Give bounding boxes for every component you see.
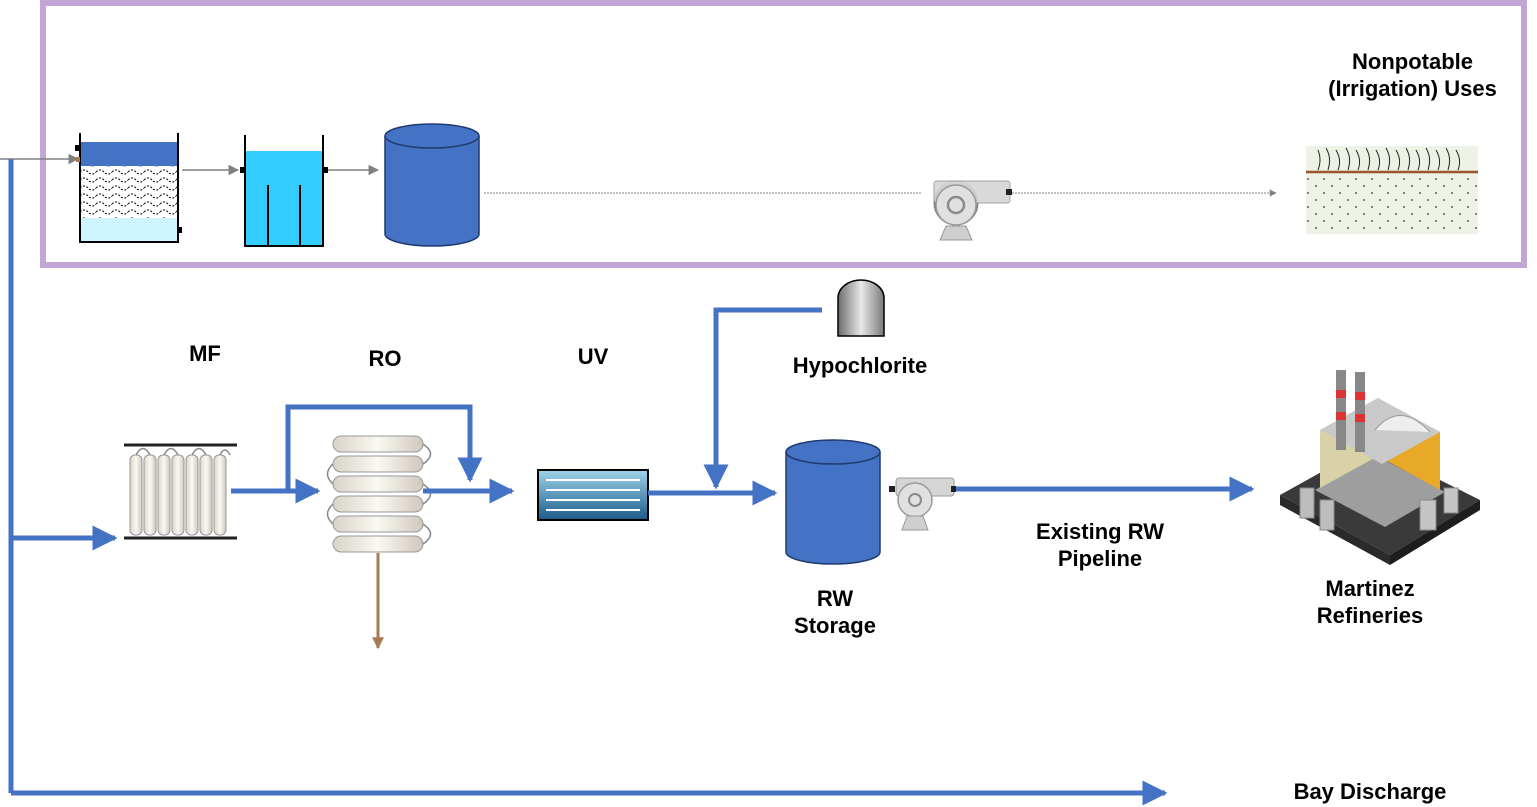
ro-label: RO (368, 346, 402, 371)
nonpotable-label: Nonpotable(Irrigation) Uses (1328, 49, 1497, 101)
filter-basin-icon (240, 135, 328, 247)
uv-reactor-icon (537, 469, 649, 521)
uv-to-storage-pipe (648, 307, 822, 506)
irrigation-field-icon (1306, 146, 1478, 234)
mf-membrane-icon (124, 443, 237, 540)
mf-to-ro-pipe (231, 404, 515, 504)
mf-label: MF (189, 341, 221, 366)
uv-label: UV (577, 344, 609, 369)
storage-tank-icon (384, 123, 480, 247)
rw-pump-icon (889, 477, 956, 531)
pump-icon (933, 180, 1012, 241)
hypochlorite-label: Hypochlorite (792, 353, 928, 378)
refinery-icon (1280, 370, 1480, 565)
bay-discharge-label: Bay Discharge (1293, 779, 1447, 804)
nonpotable-frame (40, 0, 1527, 268)
hypochlorite-tank-icon (837, 279, 885, 337)
primary-clarifier-icon (75, 133, 182, 243)
main-trunk (0, 153, 1168, 806)
ro-membrane-icon (326, 435, 432, 553)
rw-storage-tank-icon (785, 439, 881, 565)
